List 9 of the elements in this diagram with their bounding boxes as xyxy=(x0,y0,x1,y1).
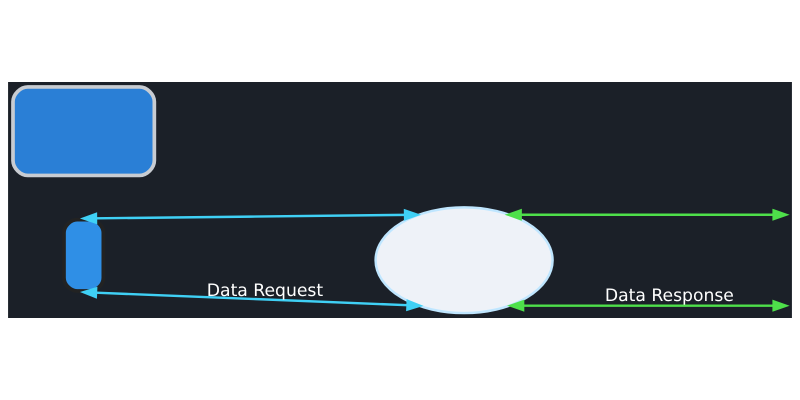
edge-label: Data Response xyxy=(604,286,734,306)
arrow xyxy=(507,300,790,312)
node-cloud xyxy=(374,206,554,314)
node-box xyxy=(62,218,106,293)
arrow xyxy=(80,208,422,224)
arrow xyxy=(80,286,424,312)
edge-label: Data Request xyxy=(206,281,324,302)
node-box xyxy=(11,85,156,178)
arrow xyxy=(504,208,790,221)
